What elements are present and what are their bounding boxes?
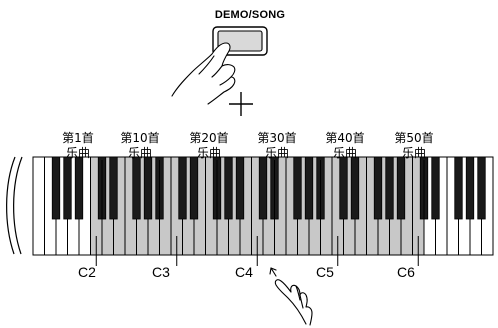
black-key-g-sharp3[interactable] [224, 156, 233, 220]
black-key-a-sharp5[interactable] [396, 156, 406, 220]
octave-label-c5: C5 [316, 264, 334, 280]
song-marker-label-50: 第50首乐曲 [394, 131, 434, 160]
octave-label-c3: C3 [152, 264, 170, 280]
plus-icon [229, 92, 253, 116]
octave-label-ticks [95, 236, 419, 266]
octave-label-c6: C6 [397, 264, 415, 280]
black-key-g-sharp5[interactable] [385, 156, 394, 220]
black-key-c-sharp5[interactable] [339, 156, 348, 220]
hand-pressing-button-icon [171, 42, 236, 105]
black-key-f-sharp6[interactable] [454, 156, 463, 220]
song-marker-label-1: 第1首乐曲 [62, 131, 94, 160]
song-marker-label-10: 第10首乐曲 [120, 131, 160, 160]
song-marker-label-30: 第30首乐曲 [257, 131, 297, 160]
black-key-d-sharp2[interactable] [109, 156, 118, 220]
song-marker-label-40: 第40首乐曲 [325, 131, 365, 160]
white-keys [32, 156, 494, 256]
black-key-a-sharp6[interactable] [477, 156, 486, 220]
black-key-f-sharp4[interactable] [293, 156, 302, 220]
black-key-g-sharp2[interactable] [143, 156, 153, 220]
black-key-c-sharp4[interactable] [258, 156, 268, 220]
hand-pointing-key-icon [269, 267, 313, 326]
white-key-e1[interactable] [32, 156, 45, 256]
black-key-d-sharp6[interactable] [431, 156, 440, 220]
black-key-a-sharp3[interactable] [235, 156, 245, 220]
black-key-d-sharp5[interactable] [350, 156, 360, 220]
song-marker-label-20: 第20首乐曲 [189, 131, 229, 160]
black-key-g-sharp1[interactable] [63, 156, 72, 220]
black-key-f-sharp1[interactable] [51, 156, 61, 220]
black-key-g-sharp6[interactable] [465, 156, 475, 220]
black-key-a-sharp1[interactable] [74, 156, 84, 220]
black-key-c-sharp3[interactable] [178, 156, 187, 220]
keyboard-break-mark [6, 156, 33, 255]
song-marker-lines [101, 160, 425, 230]
black-key-d-sharp3[interactable] [189, 156, 199, 220]
black-key-g-sharp4[interactable] [304, 156, 314, 220]
black-key-f-sharp5[interactable] [373, 156, 383, 220]
black-key-f-sharp2[interactable] [132, 156, 141, 220]
demo-song-button-label: DEMO/SONG [214, 9, 286, 21]
octave-label-c4: C4 [235, 264, 253, 280]
octave-label-c2: C2 [78, 264, 96, 280]
